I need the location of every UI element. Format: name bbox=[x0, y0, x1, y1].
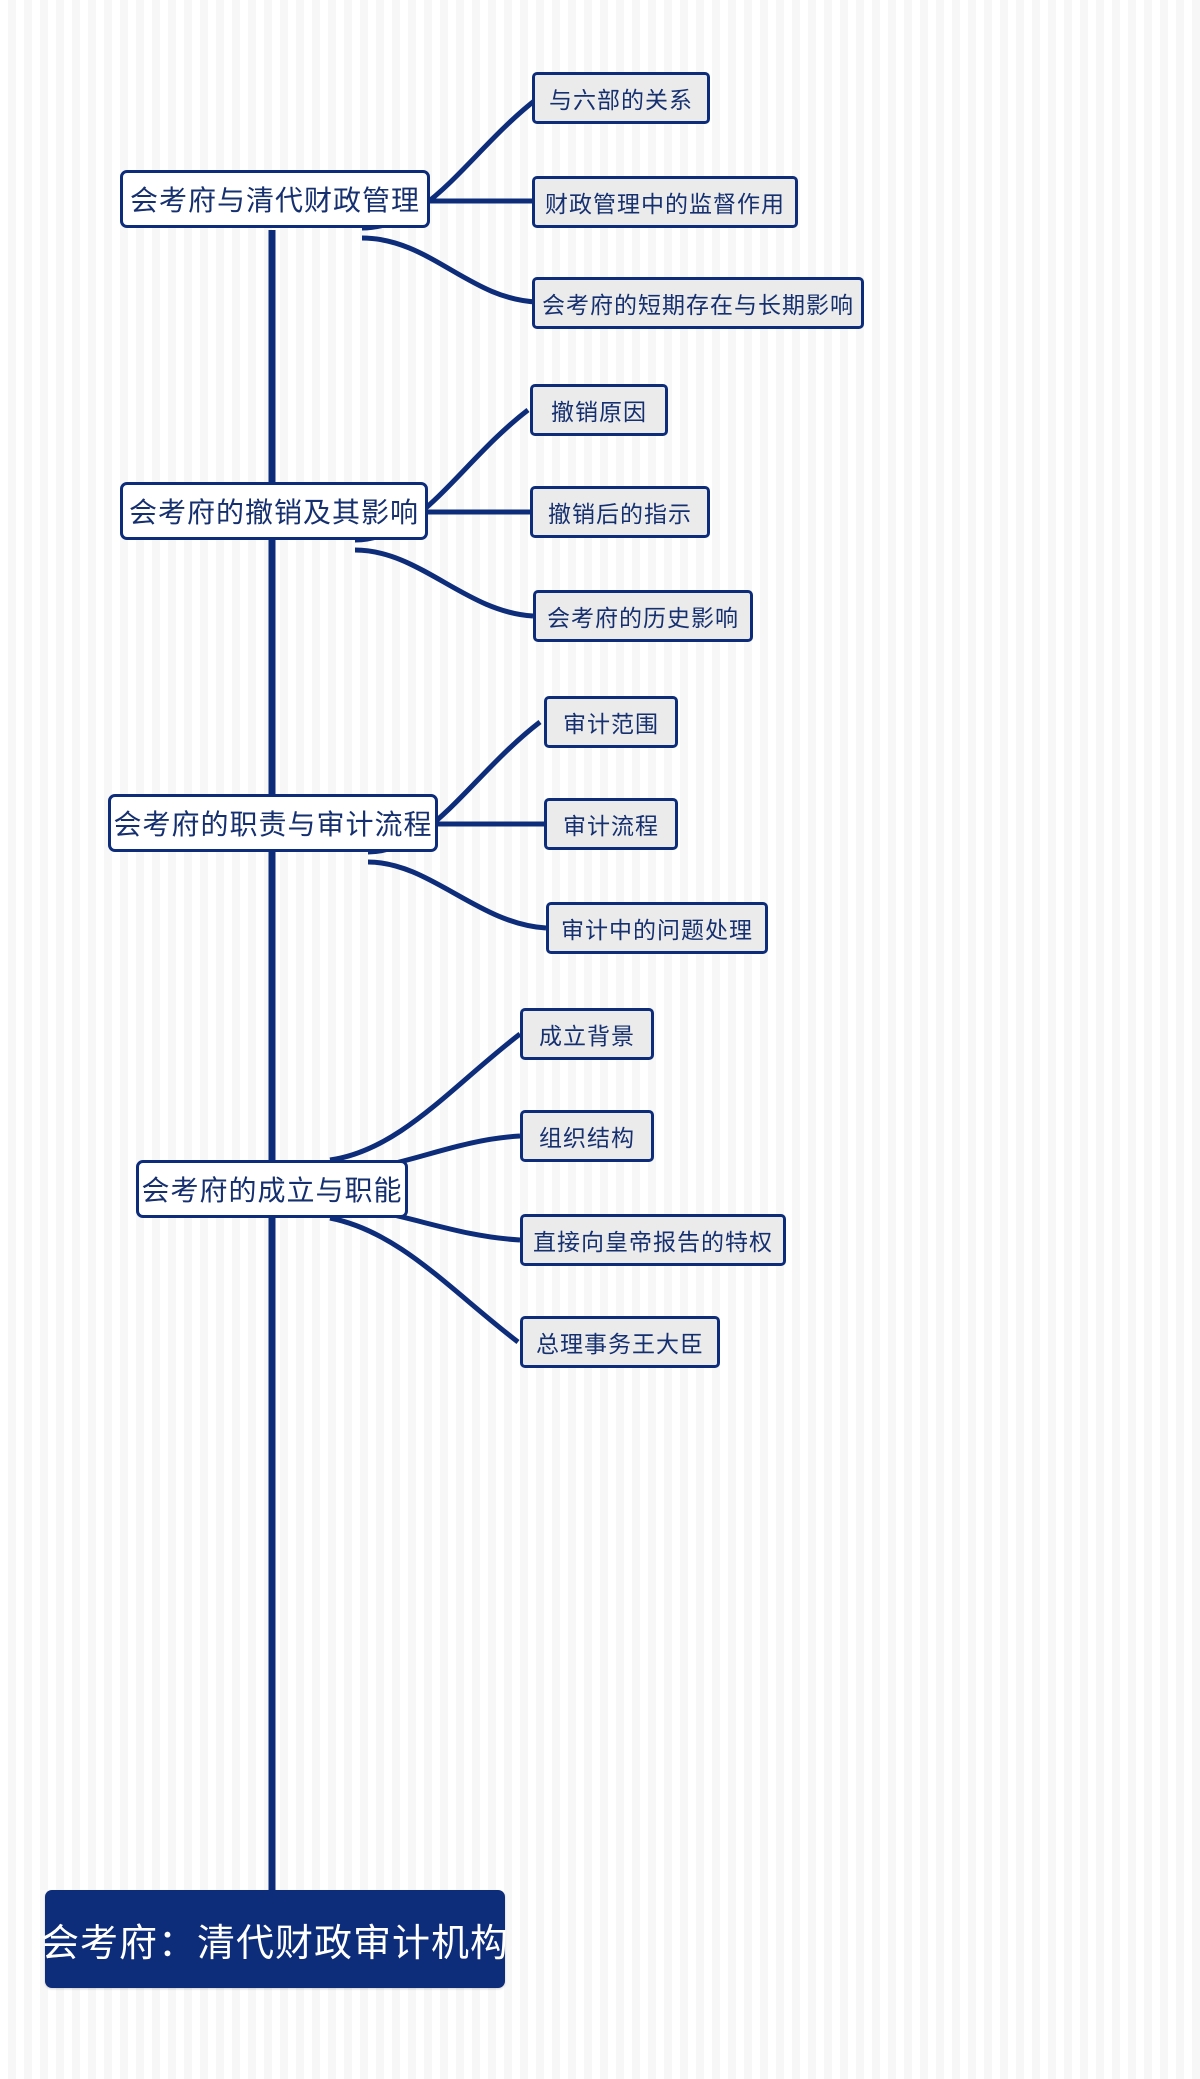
root-node[interactable]: 会考府：清代财政审计机构 bbox=[41, 1890, 508, 1988]
branch-node-1-label: 会考府与清代财政管理 bbox=[130, 185, 421, 216]
leaf-node-3-2[interactable]: 审计流程 bbox=[544, 798, 678, 850]
leaf-node-1-1-label: 与六部的关系 bbox=[549, 87, 693, 113]
leaf-node-2-2[interactable]: 撤销后的指示 bbox=[530, 486, 710, 538]
leaf-node-2-3-label: 会考府的历史影响 bbox=[547, 605, 739, 631]
leaf-node-3-1-label: 审计范围 bbox=[563, 711, 659, 737]
leaf-node-1-1[interactable]: 与六部的关系 bbox=[532, 72, 710, 124]
leaf-node-4-1[interactable]: 成立背景 bbox=[520, 1008, 654, 1060]
root-node-label: 会考府：清代财政审计机构 bbox=[41, 1922, 510, 1965]
leaf-node-4-3[interactable]: 直接向皇帝报告的特权 bbox=[520, 1214, 786, 1266]
leaf-node-4-4-label: 总理事务王大臣 bbox=[536, 1331, 704, 1357]
branch-node-1[interactable]: 会考府与清代财政管理 bbox=[120, 170, 430, 228]
leaf-node-1-3-label: 会考府的短期存在与长期影响 bbox=[542, 292, 854, 318]
branch-node-3[interactable]: 会考府的职责与审计流程 bbox=[108, 794, 438, 852]
leaf-node-2-2-label: 撤销后的指示 bbox=[548, 501, 692, 527]
leaf-node-4-1-label: 成立背景 bbox=[539, 1023, 635, 1049]
leaf-node-3-3[interactable]: 审计中的问题处理 bbox=[546, 902, 768, 954]
leaf-node-4-4[interactable]: 总理事务王大臣 bbox=[520, 1316, 720, 1368]
edge-g4-c4 bbox=[329, 1215, 520, 1344]
leaf-node-3-2-label: 审计流程 bbox=[563, 813, 659, 839]
leaf-node-1-2-label: 财政管理中的监督作用 bbox=[545, 191, 785, 217]
leaf-node-2-1[interactable]: 撤销原因 bbox=[530, 384, 668, 436]
leaf-node-2-3[interactable]: 会考府的历史影响 bbox=[533, 590, 753, 642]
edge-g2-c3 bbox=[354, 547, 534, 619]
edge-g1-c3 bbox=[361, 235, 539, 305]
branch-node-2-label: 会考府的撤销及其影响 bbox=[129, 497, 420, 528]
leaf-node-1-3[interactable]: 会考府的短期存在与长期影响 bbox=[532, 277, 864, 329]
leaf-node-3-3-label: 审计中的问题处理 bbox=[561, 917, 753, 943]
leaf-node-4-3-label: 直接向皇帝报告的特权 bbox=[533, 1229, 773, 1255]
leaf-node-4-2[interactable]: 组织结构 bbox=[520, 1110, 654, 1162]
leaf-node-3-1[interactable]: 审计范围 bbox=[544, 696, 678, 748]
leaf-node-1-2[interactable]: 财政管理中的监督作用 bbox=[532, 176, 798, 228]
branch-node-3-label: 会考府的职责与审计流程 bbox=[113, 809, 433, 840]
edge-g3-c3 bbox=[367, 859, 547, 931]
branch-node-2[interactable]: 会考府的撤销及其影响 bbox=[120, 482, 428, 540]
branch-node-4[interactable]: 会考府的成立与职能 bbox=[136, 1160, 408, 1218]
leaf-node-2-1-label: 撤销原因 bbox=[551, 399, 647, 425]
branch-node-4-label: 会考府的成立与职能 bbox=[141, 1175, 403, 1206]
edge-g4-c1 bbox=[329, 1032, 522, 1163]
leaf-node-4-2-label: 组织结构 bbox=[539, 1125, 635, 1151]
